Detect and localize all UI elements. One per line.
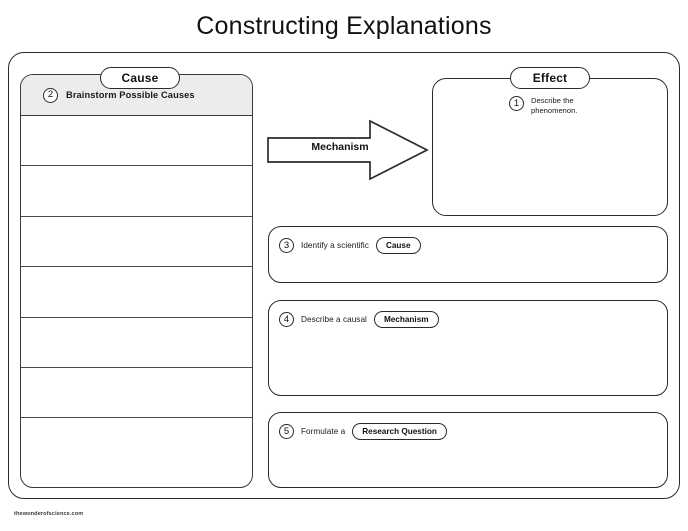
cause-table-rows — [21, 116, 252, 487]
mechanism-arrow-label: Mechanism — [311, 141, 369, 153]
cause-row[interactable] — [21, 367, 252, 419]
step-4-text: Describe a causal — [301, 315, 367, 324]
cause-row[interactable] — [21, 166, 252, 217]
cause-table-header-label: Brainstorm Possible Causes — [66, 90, 195, 100]
step-3-text: Identify a scientific — [301, 241, 369, 250]
effect-note: 1 Describe the phenomenon. — [509, 96, 611, 117]
step-number-5-icon: 5 — [279, 424, 294, 439]
step-5-text: Formulate a — [301, 427, 346, 436]
step-3-pill: Cause — [375, 237, 421, 254]
step-number-4-icon: 4 — [279, 312, 294, 327]
cause-row[interactable] — [21, 116, 252, 167]
step-4-pill: Mechanism — [373, 311, 439, 328]
step-number-2-icon: 2 — [43, 87, 58, 103]
mechanism-arrow: Mechanism — [266, 118, 430, 182]
cause-row[interactable] — [21, 267, 252, 318]
cause-row[interactable] — [21, 317, 252, 368]
effect-box[interactable]: 1 Describe the phenomenon. — [432, 78, 668, 216]
cause-table: 2 Brainstorm Possible Causes — [20, 74, 253, 488]
cause-row[interactable] — [21, 418, 252, 469]
step-number-3-icon: 3 — [279, 238, 294, 253]
cause-row[interactable] — [21, 216, 252, 268]
page-title: Constructing Explanations — [196, 12, 492, 40]
step-box-3[interactable]: 3 Identify a scientific Cause — [268, 226, 668, 283]
step-5-pill: Research Question — [352, 423, 447, 440]
footer-attribution: thewonderofscience.com — [14, 511, 84, 517]
step-number-1-icon: 1 — [509, 96, 524, 111]
arrow-right-icon — [267, 119, 429, 181]
step-4-prompt: 4 Describe a causal Mechanism — [279, 311, 439, 328]
step-box-5[interactable]: 5 Formulate a Research Question — [268, 412, 668, 488]
effect-note-text: Describe the phenomenon. — [531, 96, 578, 116]
cause-pill-label: Cause — [100, 67, 180, 89]
step-box-4[interactable]: 4 Describe a causal Mechanism — [268, 300, 668, 396]
step-5-prompt: 5 Formulate a Research Question — [279, 423, 447, 440]
step-3-prompt: 3 Identify a scientific Cause — [279, 237, 421, 254]
effect-pill-label: Effect — [510, 67, 590, 89]
